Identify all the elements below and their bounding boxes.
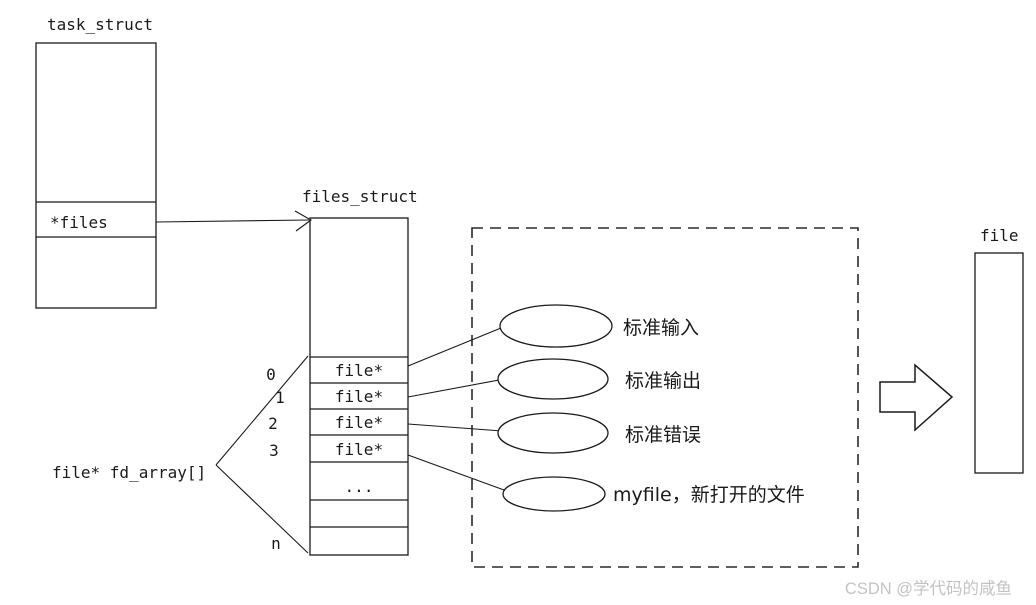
fd-row-cell: file* — [335, 413, 383, 432]
fd-row-ellipsis: ... — [345, 477, 374, 496]
fd-connector-line — [407, 379, 500, 398]
stderr-ellipse — [497, 412, 609, 454]
fd-index-label: 2 — [268, 414, 278, 433]
stdin-ellipse — [499, 304, 613, 348]
files-pointer-field: *files — [50, 213, 108, 232]
fd-array-bracket-line-top — [215, 355, 309, 466]
open-files-dashed-box — [471, 227, 859, 568]
stdout-label: 标准输出 — [625, 370, 701, 392]
file-object-box — [974, 252, 1024, 474]
files-struct-box — [309, 217, 409, 556]
big-right-arrow-icon — [879, 363, 954, 432]
fd-array-bracket-line-bottom — [215, 464, 309, 554]
csdn-watermark: CSDN @学代码的咸鱼 — [845, 579, 1012, 598]
stdout-ellipse — [497, 358, 609, 400]
fd-connector-line — [407, 423, 503, 432]
fd-connector-line — [407, 454, 505, 491]
stdin-label: 标准输入 — [623, 317, 699, 339]
fd-row-cell: file* — [335, 440, 383, 459]
myfile-ellipse — [502, 476, 606, 512]
myfile-label: myfile，新打开的文件 — [613, 484, 805, 506]
fd-index-label: 1 — [275, 388, 285, 407]
files-pointer-arrowhead-icon — [294, 210, 313, 232]
file-object-title: file — [980, 226, 1019, 245]
fd-array-label: file* fd_array[] — [52, 463, 206, 482]
fd-connector-line — [407, 327, 502, 367]
fd-index-label: 0 — [266, 365, 276, 384]
fd-row-cell: file* — [335, 361, 383, 380]
task-struct-box — [35, 42, 157, 309]
files-struct-title: files_struct — [302, 187, 418, 206]
task-struct-title: task_struct — [47, 15, 153, 34]
fd-index-label: 3 — [269, 441, 279, 460]
stderr-label: 标准错误 — [625, 424, 701, 446]
fd-row-cell: file* — [335, 387, 383, 406]
fd-index-label-n: n — [271, 534, 281, 553]
files-pointer-arrow-line — [155, 219, 310, 223]
